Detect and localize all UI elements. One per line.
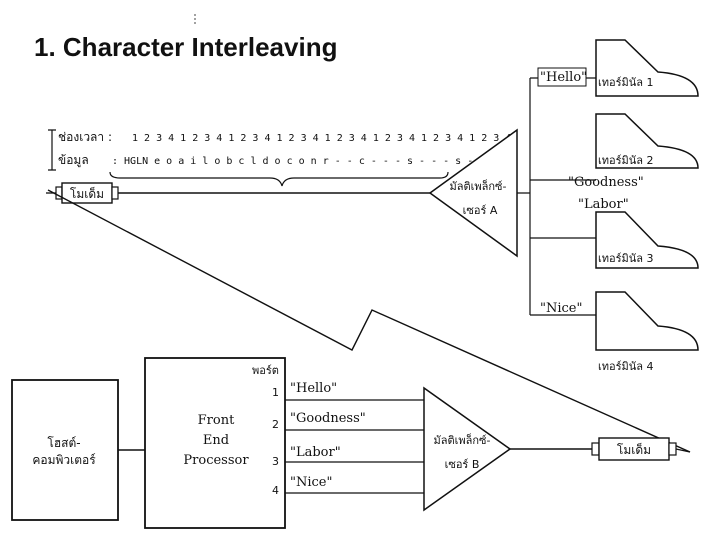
host-computer: โฮสต์- คอมพิวเตอร์: [11, 379, 119, 521]
port-2-message: "Goodness": [290, 411, 366, 426]
terminal-2: เทอร์มินัล 2: [595, 113, 699, 169]
mux-b-line2: เซอร์ B: [445, 458, 480, 471]
page-title: 1. Character Interleaving: [34, 32, 337, 62]
mux-b-line1: มัลติเพล็กซ์-: [434, 433, 491, 447]
modem-a: โมเด็ม: [46, 182, 119, 204]
data-brace: [109, 171, 449, 187]
timeslot-sequence: 1 2 3 4 1 2 3 4 1 2 3 4 1 2 3 4 1 2 3 4 …: [132, 133, 511, 144]
terminal-1-message: "Hello": [540, 70, 587, 85]
terminal-3: เทอร์มินัล 3: [595, 211, 699, 269]
mux-a: มัลติเพล็กซ์- เซอร์ A: [428, 128, 518, 258]
terminal-3-label: เทอร์มินัล 3: [598, 252, 654, 265]
terminal-4-message: "Nice": [540, 301, 582, 316]
terminal-1-label: เทอร์มินัล 1: [598, 76, 654, 89]
port-1-num: 1: [272, 386, 279, 399]
modem-b: โมเด็ม: [591, 437, 691, 461]
port-3-message: "Labor": [290, 445, 341, 460]
terminal-4: "Nice" เทอร์มินัล 4: [540, 291, 699, 373]
host-line1: โฮสต์-: [47, 436, 80, 450]
terminal-2-message: "Goodness": [568, 175, 644, 190]
port-1-message: "Hello": [290, 381, 337, 396]
port-4-num: 4: [272, 484, 279, 497]
data-sequence: : HGLN e o a i l o b c l d o c o n r - -…: [112, 156, 485, 167]
port-4-message: "Nice": [290, 475, 332, 490]
terminal-4-label: เทอร์มินัล 4: [598, 360, 654, 373]
timeslot-panel: ช่องเวลา : 1 2 3 4 1 2 3 4 1 2 3 4 1 2 3…: [48, 129, 511, 187]
port-3: 3 "Labor": [272, 445, 424, 468]
mux-b: มัลติเพล็กซ์- เซอร์ B: [423, 386, 512, 512]
mux-a-line2: เซอร์ A: [463, 204, 498, 217]
fep-line1: Front: [198, 413, 235, 428]
port-2: 2 "Goodness": [272, 411, 424, 431]
terminal-1: "Hello" เทอร์มินัล 1: [537, 39, 699, 97]
port-2-num: 2: [272, 418, 279, 431]
long-distance-link: [47, 189, 691, 453]
host-line2: คอมพิวเตอร์: [32, 453, 96, 467]
modem-b-label: โมเด็ม: [617, 442, 651, 457]
port-4: 4 "Nice": [272, 475, 424, 497]
data-label: ข้อมูล: [58, 153, 89, 168]
fep-line2: End: [203, 433, 229, 448]
modem-a-label: โมเด็ม: [70, 186, 104, 201]
front-end-processor: Front End Processor พอร์ต: [144, 357, 286, 529]
port-1: 1 "Hello": [272, 381, 424, 401]
fep-line3: Processor: [183, 453, 249, 468]
port-label: พอร์ต: [252, 364, 279, 377]
port-3-num: 3: [272, 455, 279, 468]
terminal-3-message: "Labor": [578, 197, 629, 212]
timeslot-label: ช่องเวลา :: [58, 130, 112, 144]
mux-a-line1: มัลติเพล็กซ์-: [450, 179, 507, 193]
terminal-2-label: เทอร์มินัล 2: [598, 154, 654, 167]
